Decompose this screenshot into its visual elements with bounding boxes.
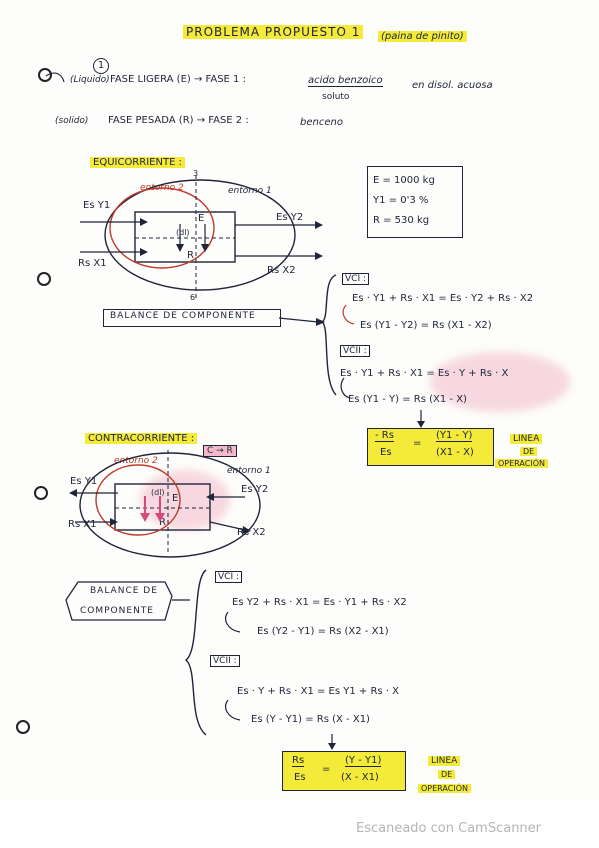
contra-result-lhs-den: Es	[294, 772, 306, 783]
equi-result-box	[367, 428, 494, 466]
binder-hole	[38, 68, 52, 82]
contra-entorno1-oval	[79, 452, 261, 558]
equi-result-lhs-num: - Rs	[375, 430, 394, 442]
contra-result-eq: =	[322, 764, 331, 775]
contra-result-label-3: OPERACIÓN	[418, 784, 471, 793]
phase-number: 1	[93, 58, 109, 74]
pink-highlight-blob	[430, 352, 570, 412]
equi-mark-top: 3	[193, 169, 199, 178]
equi-entorno1: entorno 1	[228, 186, 272, 196]
contra-entorno1: entorno 1	[227, 466, 271, 476]
equi-out-bottom: Rs X2	[267, 265, 296, 276]
data-r: R = 530 kg	[373, 215, 430, 226]
equi-result-rhs-den: (X1 - X)	[436, 447, 474, 458]
contra-result-rhs-den: (X - X1)	[341, 772, 379, 783]
phase1-prefix: (Liquido)	[70, 75, 110, 85]
binder-hole	[16, 720, 30, 734]
phase1-solute-num: acido benzoico	[308, 75, 383, 87]
contra-out-bottom: Rs X2	[237, 527, 266, 538]
equi-in-top: Es Y1	[83, 200, 111, 211]
data-e: E = 1000 kg	[373, 175, 435, 186]
contra-in-bottom: Rs X1	[68, 519, 97, 530]
equi-vcii-label: VCII :	[340, 345, 370, 357]
contra-balance-label-1: BALANCE DE	[90, 586, 158, 596]
equi-in-bottom: Rs X1	[78, 258, 107, 269]
scanned-page: PROBLEMA PROPUESTO 1 (paina de pinito) 1…	[16, 25, 570, 793]
contra-balance-label-2: COMPONENTE	[80, 606, 154, 616]
contra-result-label-1: LINEA	[428, 756, 461, 766]
contra-in-top: Es Y2	[241, 484, 269, 495]
contra-inner-box	[114, 483, 211, 531]
contra-title: CONTRACORRIENTE :	[85, 433, 198, 444]
contra-vcii-eq1: Es · Y + Rs · X1 = Es Y1 + Rs · X	[237, 686, 400, 697]
data-y1: Y1 = 0'3 %	[373, 195, 429, 206]
equi-brace	[320, 274, 337, 396]
binder-hole	[34, 486, 48, 500]
equi-result-label-2: DE	[520, 447, 538, 456]
data-box	[367, 166, 463, 238]
binder-hole	[37, 272, 51, 286]
scan-footer: Escaneado con CamScanner	[0, 800, 599, 848]
equi-result-label-3: OPERACIÓN	[495, 459, 548, 468]
contra-vcii-label: VCII :	[210, 655, 240, 667]
phase2-prefix: (solido)	[55, 116, 89, 126]
title-note: (paina de pinito)	[378, 31, 467, 42]
equi-R: R	[187, 250, 194, 261]
contra-R: R	[159, 517, 166, 528]
contra-vcii-eq2: Es (Y - Y1) = Rs (X - X1)	[251, 714, 370, 725]
scanner-watermark: Escaneado con CamScanner	[356, 821, 542, 836]
contra-dl: (dl)	[151, 488, 165, 497]
contra-balance-box	[65, 581, 173, 621]
equi-entorno1-oval	[104, 179, 296, 291]
equi-result-rhs-num: (Y1 - Y)	[436, 430, 473, 442]
contra-E: E	[172, 493, 179, 504]
equicorriente-title: EQUICORRIENTE :	[90, 157, 185, 168]
equi-inner-box	[134, 211, 236, 263]
equi-vci-eq1: Es · Y1 + Rs · X1 = Es · Y2 + Rs · X2	[352, 293, 534, 304]
pink-highlight-blob	[140, 470, 230, 530]
page-title: PROBLEMA PROPUESTO 1	[183, 25, 364, 39]
equi-dl: (dl)	[176, 228, 190, 237]
contra-result-rhs-num: (Y - Y1)	[345, 755, 382, 767]
contra-vci-eq1: Es Y2 + Rs · X1 = Es · Y1 + Rs · X2	[232, 597, 407, 608]
contra-result-lhs-num: Rs	[292, 755, 305, 767]
equi-vcii-eq2: Es (Y1 - Y) = Rs (X1 - X)	[348, 394, 467, 405]
contra-tag: C → R	[203, 445, 237, 457]
phase1-solute-den: soluto	[322, 92, 350, 102]
contra-out-top: Es Y1	[70, 476, 98, 487]
equi-vci-label: VCI :	[342, 273, 369, 285]
hand-drawn-diagrams	[45, 72, 425, 750]
contra-entorno2-oval	[95, 464, 181, 536]
contra-entorno2: entorno 2	[114, 456, 158, 466]
equi-balance-label: BALANCE DE COMPONENTE	[110, 311, 256, 321]
equi-result-label-1: LINEA	[510, 434, 543, 444]
phase2-text: FASE PESADA (R) → FASE 2 :	[108, 115, 249, 126]
contra-vci-eq2: Es (Y2 - Y1) = Rs (X2 - X1)	[257, 626, 389, 637]
equi-result-lhs-den: Es	[380, 447, 392, 458]
equi-balance-arrow	[278, 317, 319, 323]
equi-vci-eq2: Es (Y1 - Y2) = Rs (X1 - X2)	[360, 320, 492, 331]
equi-E: E	[198, 213, 205, 224]
phase1-suffix: en disol. acuosa	[412, 80, 493, 91]
phase1-text: FASE LIGERA (E) → FASE 1 :	[110, 74, 246, 85]
contra-brace	[184, 569, 207, 736]
contra-result-label-2: DE	[438, 770, 456, 779]
equi-result-eq: =	[413, 438, 422, 449]
equi-mark-bottom: 6	[190, 293, 196, 302]
equi-vcii-eq1: Es · Y1 + Rs · X1 = Es · Y + Rs · X	[340, 368, 509, 379]
contra-result-box	[282, 751, 406, 791]
binder-hook-stroke	[45, 72, 65, 83]
phase2-suffix: benceno	[300, 117, 343, 128]
equi-entorno2-oval	[109, 187, 215, 269]
contra-vci-label: VCI :	[215, 571, 242, 583]
